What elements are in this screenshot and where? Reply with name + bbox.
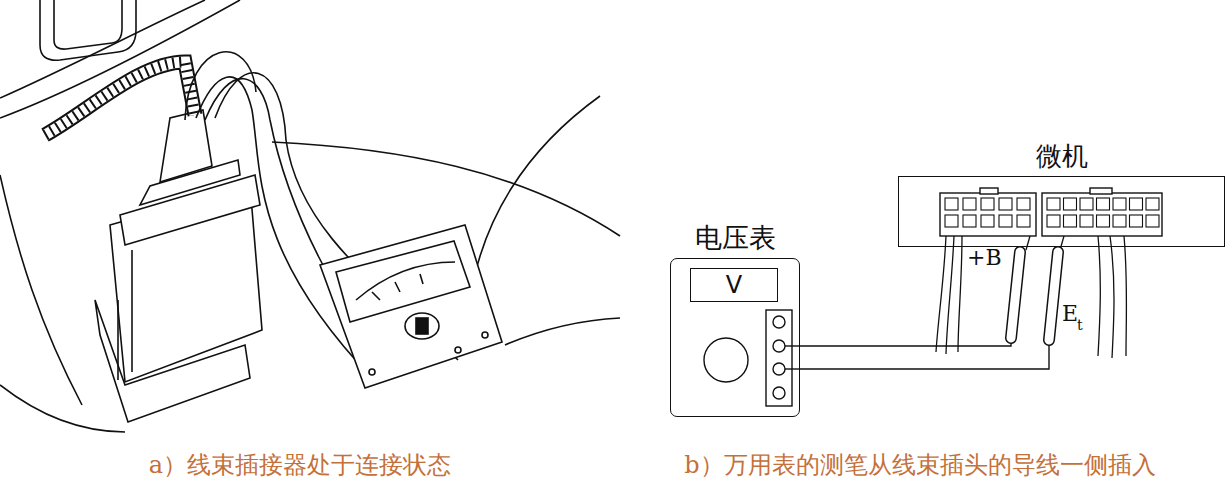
car-body-lines [0, 175, 82, 405]
multimeter [482, 332, 488, 338]
connector-pin [1113, 215, 1126, 227]
connector-pin [1113, 198, 1126, 210]
harness-bundle [1026, 236, 1030, 250]
test-probe [1049, 252, 1058, 340]
voltmeter-parts [785, 368, 800, 369]
connector-pin [1017, 215, 1030, 227]
node-heading: 微机 [1036, 142, 1088, 171]
test-probe [1011, 252, 1020, 338]
multimeter [320, 225, 502, 388]
wire-harness [45, 62, 195, 135]
connector-pin [999, 215, 1012, 227]
multimeter [320, 225, 502, 388]
subfigure-caption: a）线束插接器处于连接状态 [149, 452, 451, 478]
voltmeter-parts [785, 345, 800, 346]
voltmeter-parts [773, 387, 785, 399]
ecu-unit [117, 300, 119, 380]
connector-pin [963, 198, 976, 210]
wire-harness [45, 62, 195, 135]
voltmeter-parts [704, 338, 748, 382]
connector-pin [1047, 215, 1060, 227]
voltmeter-parts [773, 316, 785, 328]
node-heading: 电压表 [695, 223, 776, 253]
probe-wire [800, 247, 1020, 346]
connector-pin [1080, 215, 1093, 227]
ecu-connector [1090, 188, 1112, 194]
microcomputer-box: 微机 [898, 176, 1225, 247]
test-probe [1011, 252, 1058, 340]
ecu-connector [1042, 193, 1162, 236]
car-body-lines [0, 0, 205, 98]
connector-pin [1146, 215, 1159, 227]
car-body-lines [0, 0, 620, 432]
voltmeter-parts [766, 310, 792, 406]
connector-pin [1097, 215, 1110, 227]
car-body-lines [505, 318, 620, 345]
harness-bundle [946, 236, 954, 354]
multimeter [356, 262, 455, 300]
connector-pin [1080, 198, 1093, 210]
subfigure-caption: b）万用表的测笔从线束插头的导线一侧插入 [684, 452, 1155, 478]
multimeter [405, 313, 439, 339]
connector-pin [963, 215, 976, 227]
connector-pin [1064, 198, 1077, 210]
harness-bundle [1098, 236, 1100, 356]
ecu-unit [160, 110, 212, 182]
ecu-connector [940, 188, 1162, 236]
signal-name: E [1062, 302, 1078, 326]
harness-bundle [1110, 236, 1114, 358]
connector-pin [945, 198, 958, 210]
multimeter [372, 274, 423, 300]
voltmeter-parts [704, 310, 800, 406]
voltmeter-body: 电压表V [670, 258, 800, 417]
test-probe [1049, 252, 1058, 340]
harness-bundle [936, 236, 1127, 358]
connector-pin [1130, 215, 1143, 227]
connector-pin [1130, 198, 1143, 210]
connector-pin [1097, 198, 1110, 210]
multimeter [455, 347, 461, 353]
voltmeter-display: V [690, 268, 778, 302]
connector-pin [999, 198, 1012, 210]
probe-wire [800, 247, 1058, 369]
node-text: V [726, 272, 742, 298]
wire-harness [45, 62, 195, 135]
connector-pin [1146, 198, 1159, 210]
signal-subscript: t [1077, 318, 1083, 333]
car-body-lines [470, 96, 600, 300]
probe-leads [215, 73, 458, 360]
connector-pin [945, 198, 1159, 227]
multimeter [416, 318, 428, 334]
connector-pin [981, 198, 994, 210]
connector-pin [1047, 198, 1060, 210]
wire-harness [45, 62, 195, 135]
car-body-lines [0, 385, 125, 432]
connector-pin [1017, 198, 1030, 210]
harness-bundle [936, 236, 946, 352]
test-probe [1011, 252, 1020, 338]
car-body-lines [40, 0, 136, 60]
car-body-lines [54, 0, 122, 49]
car-body-lines [272, 142, 620, 236]
connector-pin [1064, 215, 1077, 227]
harness-bundle [958, 236, 962, 352]
connector-pin [981, 215, 994, 227]
ecu-connector [980, 188, 998, 194]
harness-bundle [1124, 236, 1127, 356]
multimeter [369, 369, 375, 375]
connector-pin [945, 215, 958, 227]
voltmeter-parts [773, 363, 785, 375]
probe-leads [185, 52, 256, 120]
ecu-connector [940, 193, 1036, 236]
ecu-unit [95, 110, 262, 422]
probe-leads [185, 52, 458, 378]
multimeter [336, 241, 470, 322]
voltmeter-parts [773, 340, 785, 352]
signal-name: +B [967, 246, 1002, 270]
ecu-unit [131, 250, 133, 372]
